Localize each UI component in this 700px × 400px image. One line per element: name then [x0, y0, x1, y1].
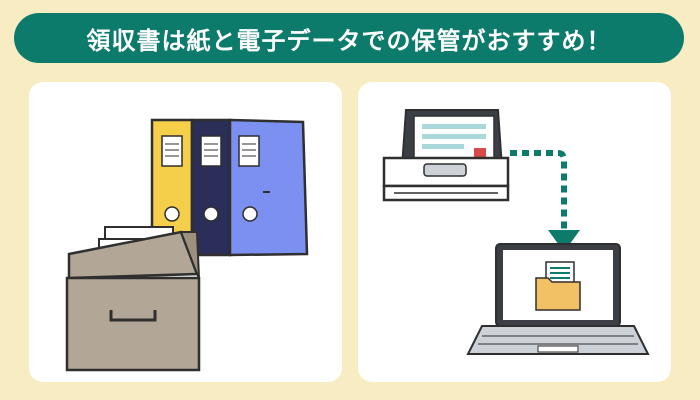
- binder-navy: [190, 118, 237, 257]
- document-scanner-icon: [382, 109, 510, 202]
- paper-storage-panel: [29, 82, 342, 382]
- binder-blue: [228, 118, 309, 257]
- arrow-icon: [510, 150, 580, 252]
- file-drawer-icon: [65, 226, 201, 372]
- laptop-icon: [466, 243, 650, 355]
- paper-storage-illustration: [65, 118, 309, 372]
- folder-icon: [535, 261, 581, 311]
- digital-storage-illustration: [382, 109, 650, 355]
- binder-icon: [150, 118, 309, 257]
- page-title: 領収書は紙と電子データでの保管がおすすめ！: [14, 13, 684, 63]
- digital-storage-panel: [358, 82, 671, 382]
